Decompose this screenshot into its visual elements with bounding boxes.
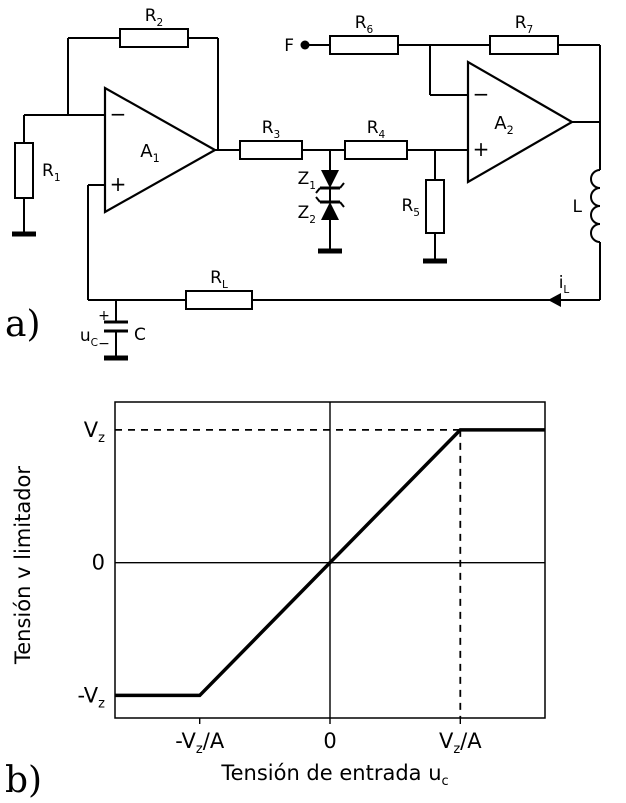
circuit-wires [23, 37, 601, 356]
opamp-a1: − + A1 [103, 86, 218, 214]
y-tick-label: 0 [92, 551, 105, 575]
capacitor-c-label: C [134, 325, 146, 345]
resistor-r6: R6 [329, 13, 399, 55]
opamp-a2: − + A2 [466, 60, 575, 184]
resistor-rl: RL [185, 268, 253, 310]
y-tick-label: Vz [84, 418, 105, 446]
resistor-r6-label: R6 [355, 13, 374, 36]
resistor-body [119, 28, 189, 48]
section-label-b: b) [5, 760, 42, 798]
zener-wing-icon [315, 187, 321, 194]
zener-z1: Z1 [298, 169, 345, 194]
resistor-r3-label: R3 [262, 118, 281, 141]
inductor-coil-icon [590, 169, 601, 243]
y-tick-label: -Vz [77, 683, 105, 711]
resistor-rl-label: RL [210, 268, 228, 291]
opamp-a1-label: A1 [140, 141, 159, 165]
terminal-f: F [284, 36, 310, 56]
opamp-a2-plus-sign: + [473, 137, 490, 161]
inductor-l: L [573, 169, 601, 243]
resistor-r5: R5 [401, 179, 445, 234]
y-axis-title: Tensión v limitador [11, 466, 35, 665]
opamp-a2-minus-sign: − [473, 82, 490, 106]
opamp-a1-minus-sign: − [110, 102, 127, 126]
resistor-r1: R1 [14, 142, 61, 199]
transfer-curve [115, 428, 545, 698]
current-il: iL [548, 273, 569, 307]
diode-triangle-icon [321, 202, 339, 220]
resistor-r7: R7 [489, 13, 559, 55]
section-label-a: a) [5, 304, 41, 345]
resistor-body [425, 179, 445, 234]
opamp-a2-label: A2 [494, 113, 513, 137]
resistor-r5-label: R5 [401, 196, 420, 219]
resistor-r4: R4 [344, 118, 408, 160]
diode-triangle-icon [321, 170, 339, 188]
zener-wing-icon [315, 196, 321, 203]
voltage-uc-label: uC [80, 326, 98, 349]
capacitor-plus-sign: + [98, 308, 110, 324]
resistor-body [185, 290, 253, 310]
resistor-body [344, 140, 408, 160]
zener-z2-label: Z2 [298, 203, 316, 226]
resistor-r3: R3 [239, 118, 303, 160]
resistor-r2: R2 [119, 6, 189, 48]
opamp-a1-plus-sign: + [110, 172, 127, 196]
x-axis-title: Tensión de entrada uc [220, 761, 448, 789]
zener-wing-icon [339, 201, 345, 208]
resistor-r4-label: R4 [367, 118, 386, 141]
inductor-l-label: L [573, 197, 583, 217]
terminal-dot-icon [300, 40, 310, 50]
opamp-triangle-icon [103, 86, 218, 214]
resistor-body [14, 142, 34, 199]
resistor-r7-label: R7 [515, 13, 534, 36]
x-tick-label: -Vz/A [175, 729, 225, 757]
resistor-body [489, 35, 559, 55]
resistor-body [329, 35, 399, 55]
zener-z2: Z2 [298, 196, 345, 226]
resistor-body [239, 140, 303, 160]
x-tick-label: 0 [323, 729, 336, 753]
resistor-r1-label: R1 [42, 161, 61, 184]
zener-z1-label: Z1 [298, 169, 316, 192]
opamp-triangle-icon [466, 60, 575, 184]
resistor-r2-label: R2 [145, 6, 164, 29]
capacitor-minus-sign: − [98, 336, 110, 352]
current-arrow-icon [548, 293, 561, 307]
circuit-diagram: R2 R6 R7 R3 R4 RL R1 R5 [5, 6, 601, 361]
capacitor-c: + − uC C [80, 308, 146, 352]
zener-wing-icon [339, 182, 345, 189]
current-il-label: iL [559, 273, 570, 296]
x-tick-label: Vz/A [439, 729, 482, 757]
terminal-f-label: F [284, 36, 294, 56]
ground-symbols [12, 231, 447, 361]
